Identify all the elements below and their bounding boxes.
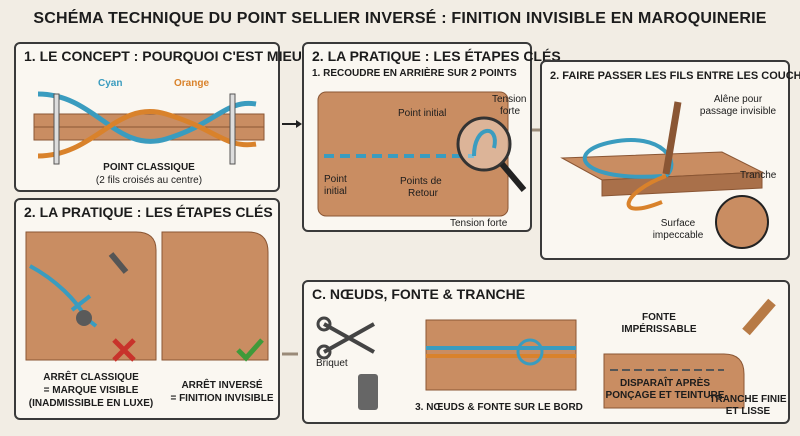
fonte-label-1: FONTE [642, 312, 676, 323]
knots-diagram [316, 298, 776, 410]
needle-right [229, 93, 236, 165]
panel-noeuds: C. NŒUDS, FONTE & TRANCHE Briquet 3. NŒU… [302, 280, 790, 424]
cyan-thread [37, 91, 257, 144]
burnishing-tool [742, 298, 776, 336]
points-retour-2: Retour [408, 188, 439, 199]
scissors-ring-2 [316, 344, 332, 360]
lighter-icon [358, 374, 378, 410]
orange-thread-loop [626, 174, 667, 211]
classic-finish-caption-1: ARRÊT CLASSIQUE [43, 372, 139, 383]
panel-couches: 2. FAIRE PASSER LES FILS ENTRE LES COUCH… [540, 60, 800, 260]
backstitch-diagram [317, 91, 527, 217]
classic-finish-caption-3: (INADMISSIBLE EN LUXE) [28, 398, 154, 409]
orange-label: Orange [174, 78, 210, 89]
cyan-label: Cyan [98, 78, 123, 89]
page-title: SCHÉMA TECHNIQUE DU POINT SELLIER INVERS… [33, 10, 767, 27]
leather-classic [25, 231, 157, 361]
panel-pratique-top: 2. LA PRATIQUE : LES ÉTAPES CLÉS 1. RECO… [302, 42, 561, 232]
surface-zoom [715, 195, 769, 249]
arrow-head-1 [296, 120, 302, 128]
tension-forte-top-1: Tension [492, 94, 527, 105]
step1-label: 1. RECOUDRE EN ARRIÈRE SUR 2 POINTS [312, 68, 517, 79]
classic-stitch-diagram [33, 91, 265, 165]
magnifier-lens [456, 116, 512, 172]
panel-noeuds-title: C. NŒUDS, FONTE & TRANCHE [312, 286, 526, 302]
point-initial-top: Point initial [398, 108, 447, 119]
points-retour-1: Points de [400, 176, 442, 187]
red-cross-icon [112, 338, 136, 362]
panel-concept-title: 1. LE CONCEPT : POURQUOI C'EST MIEUX [24, 48, 312, 64]
panel-pratique-left: 2. LA PRATIQUE : LES ÉTAPES CLÉS ARRÊT C… [14, 198, 280, 420]
panel-pratique-left-title: 2. LA PRATIQUE : LES ÉTAPES CLÉS [24, 204, 273, 220]
tension-loop [472, 129, 497, 157]
tension-forte-top-2: forte [500, 106, 521, 117]
alene-label-1: Alêne pour [713, 94, 763, 105]
layers-diagram [560, 101, 769, 249]
leather-finished [603, 353, 745, 409]
surface-label-1: Surface [660, 218, 696, 229]
point-initial-left-2: initial [324, 186, 347, 197]
tranche-finie-label-2: ET LISSE [725, 406, 771, 417]
alene-label-2: passage invisible [699, 106, 777, 117]
step3-label: 3. NŒUDS & FONTE SUR LE BORD [415, 402, 583, 413]
needle-left [53, 93, 60, 165]
point-initial-left-1: Point [324, 174, 347, 185]
leather-inverse [161, 231, 269, 361]
briquet-label: Briquet [316, 358, 348, 369]
visible-mark [76, 310, 92, 326]
orange-thread [37, 109, 257, 159]
awl-tool [662, 101, 682, 175]
surface-label-2: impeccable [652, 230, 704, 241]
tension-forte-bottom: Tension forte [450, 218, 508, 229]
finish-comparison-diagram [25, 231, 269, 362]
tranche-finie-label-1: TRANCHE FINIE [709, 394, 787, 405]
classic-subcaption: (2 fils croisés au centre) [95, 175, 203, 186]
knot-icon [516, 338, 544, 366]
disparait-label-2: PONÇAGE ET TEINTURE [605, 390, 725, 401]
green-check-icon [236, 338, 264, 362]
disparait-label-1: DISPARAÎT APRÈS [619, 378, 710, 389]
inverse-finish-caption-1: ARRÊT INVERSÉ [181, 380, 263, 391]
fonte-label-2: IMPÉRISSABLE [621, 324, 697, 335]
classic-caption: POINT CLASSIQUE [103, 162, 195, 173]
panel-concept: 1. LE CONCEPT : POURQUOI C'EST MIEUX Cya… [14, 42, 311, 192]
awl-icon [108, 252, 129, 274]
tranche-label: Tranche [740, 170, 777, 181]
panel-couches-title: 2. FAIRE PASSER LES FILS ENTRE LES COUCH… [550, 70, 800, 82]
inverse-finish-caption-2: = FINITION INVISIBLE [170, 393, 274, 404]
panel-pratique-top-title: 2. LA PRATIQUE : LES ÉTAPES CLÉS [312, 48, 561, 64]
scissors-ring-1 [316, 316, 332, 332]
magnifier-handle [499, 162, 527, 192]
classic-finish-caption-2: = MARQUE VISIBLE [43, 385, 139, 396]
